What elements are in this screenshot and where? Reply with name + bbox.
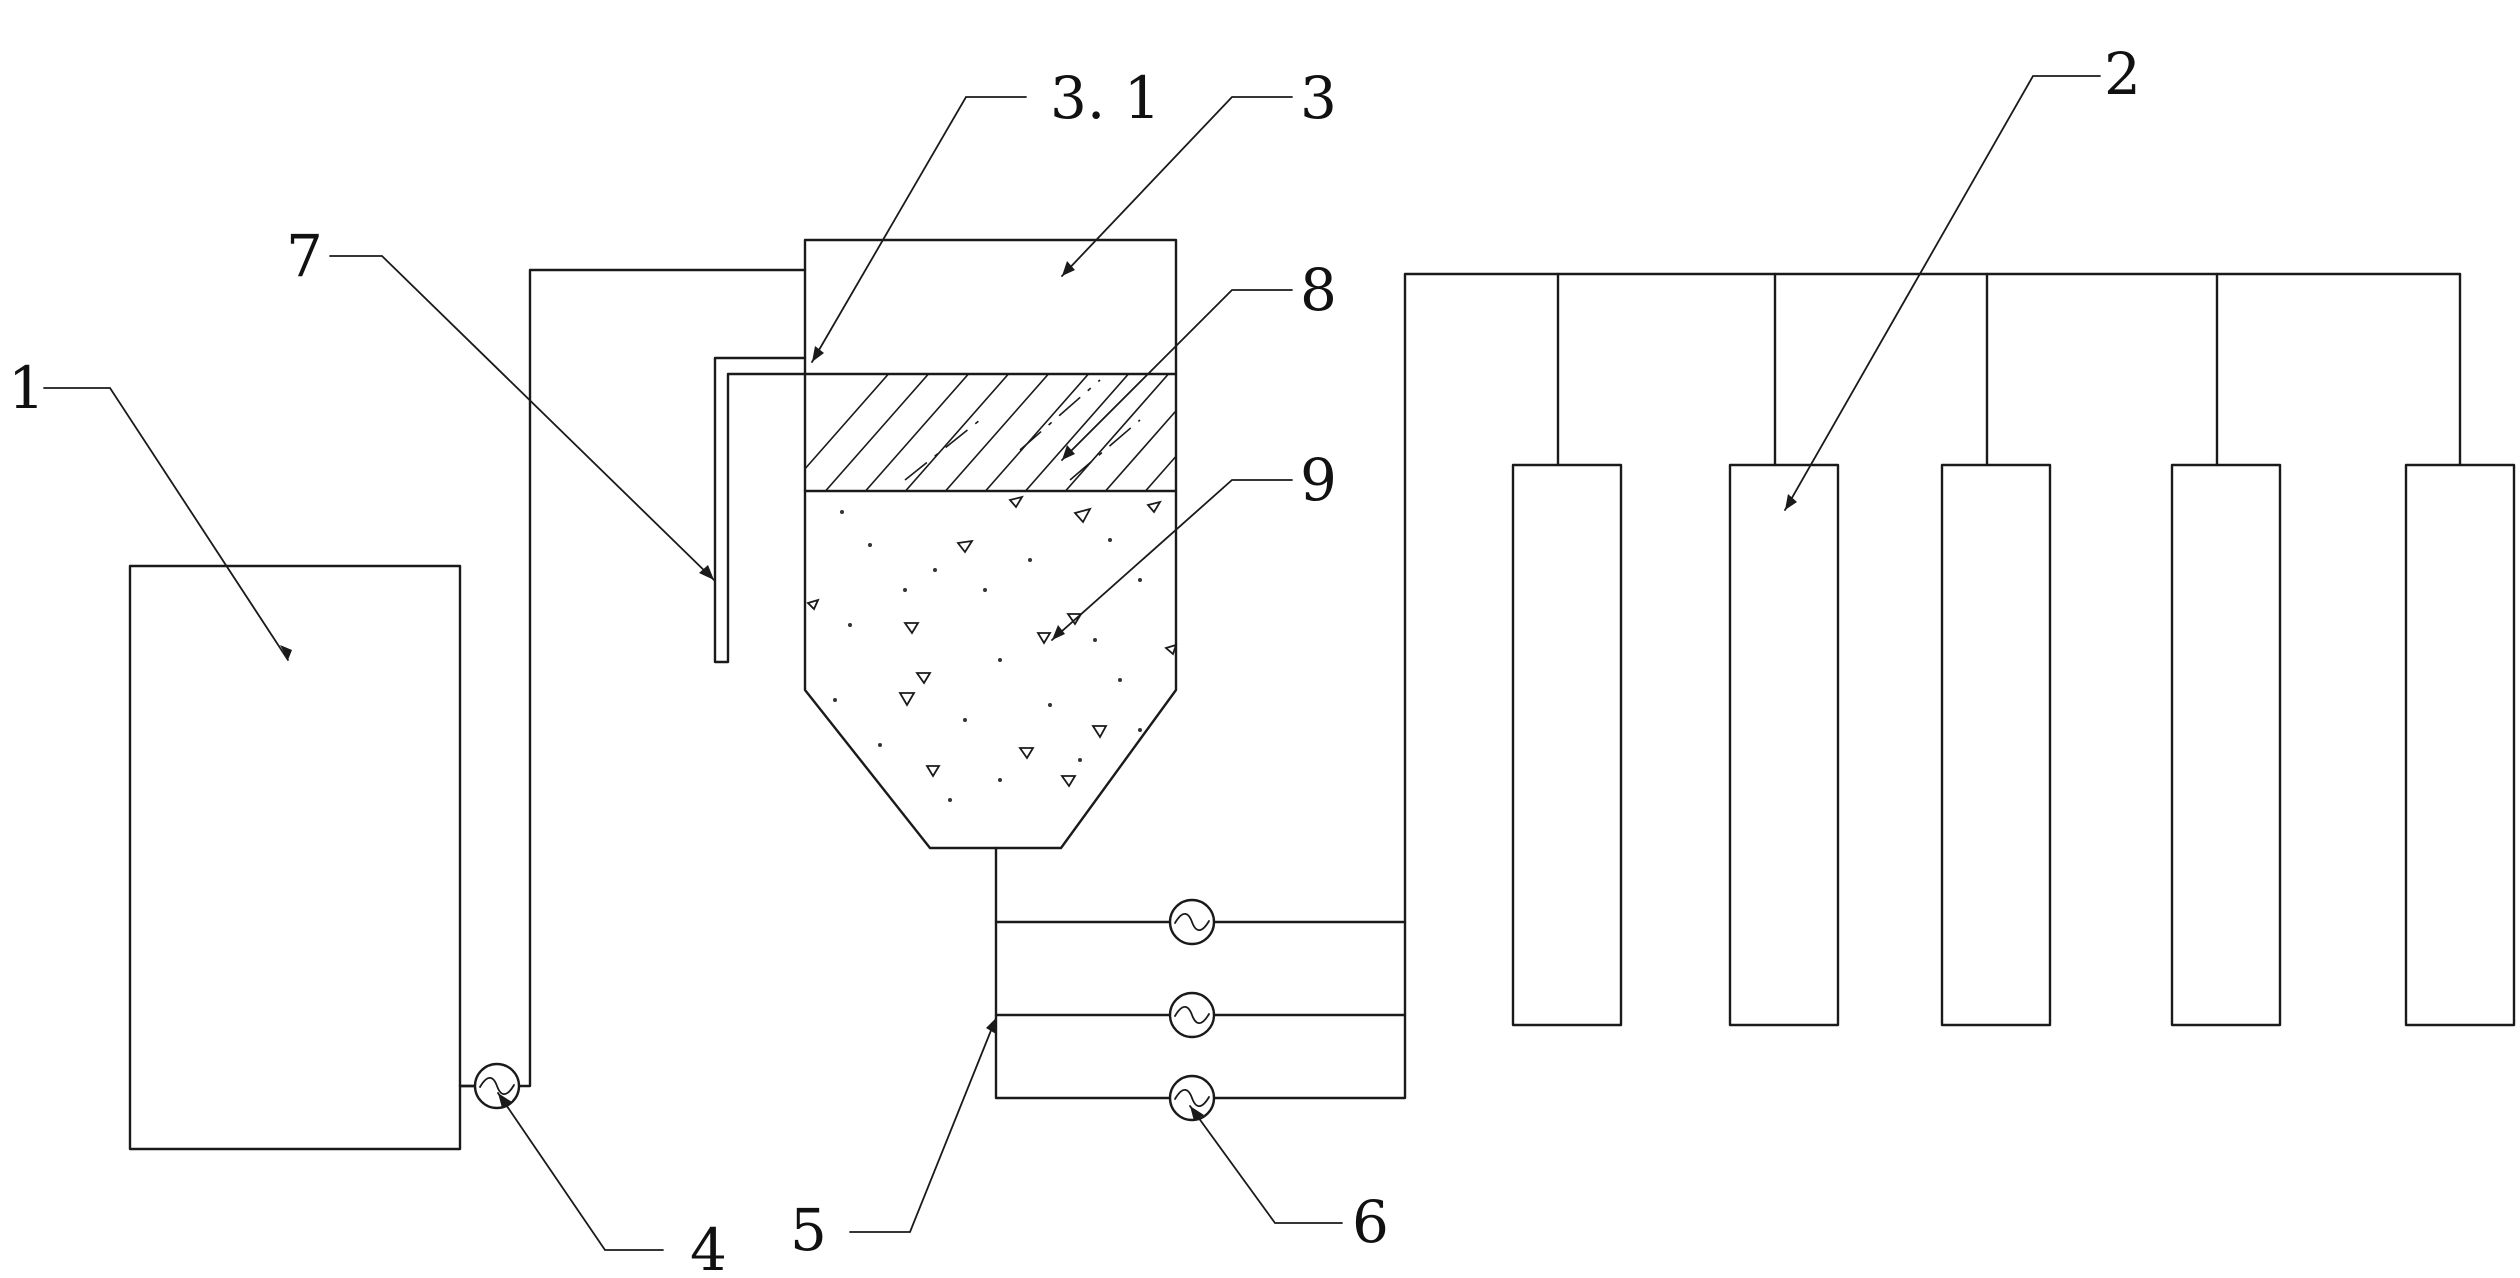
cell-d <box>2170 463 2282 1027</box>
overflow-pipe-7 <box>713 356 807 664</box>
cell-a <box>1511 463 1623 1027</box>
feed-pipe-line <box>458 268 807 1088</box>
cells-2 <box>1511 272 2516 1027</box>
leader-lines <box>43 75 2101 1251</box>
filter-vessel-3 <box>803 238 1178 850</box>
label-9: 9 <box>1300 446 1337 514</box>
pump-6-a <box>1168 898 1216 946</box>
label-2: 2 <box>2104 40 2141 108</box>
outlet-manifold-5 <box>994 272 2462 1100</box>
pump-6-b <box>1168 991 1216 1039</box>
cell-b <box>1728 463 1840 1027</box>
label-6: 6 <box>1352 1188 1389 1256</box>
pump-4 <box>473 1062 521 1110</box>
cell-e <box>2404 463 2516 1027</box>
label-4: 4 <box>690 1216 727 1278</box>
sand-media-9 <box>806 495 1178 802</box>
label-5: 5 <box>790 1196 827 1264</box>
label-3-1: 3. 1 <box>1050 64 1161 132</box>
label-7: 7 <box>286 222 323 290</box>
label-3: 3 <box>1300 64 1337 132</box>
cell-c <box>1940 463 2052 1027</box>
label-1: 1 <box>8 354 45 422</box>
label-8: 8 <box>1300 256 1337 324</box>
tank-1 <box>128 564 462 1151</box>
pump-6-c <box>1168 1074 1216 1122</box>
filter-layer-8 <box>805 374 1176 491</box>
